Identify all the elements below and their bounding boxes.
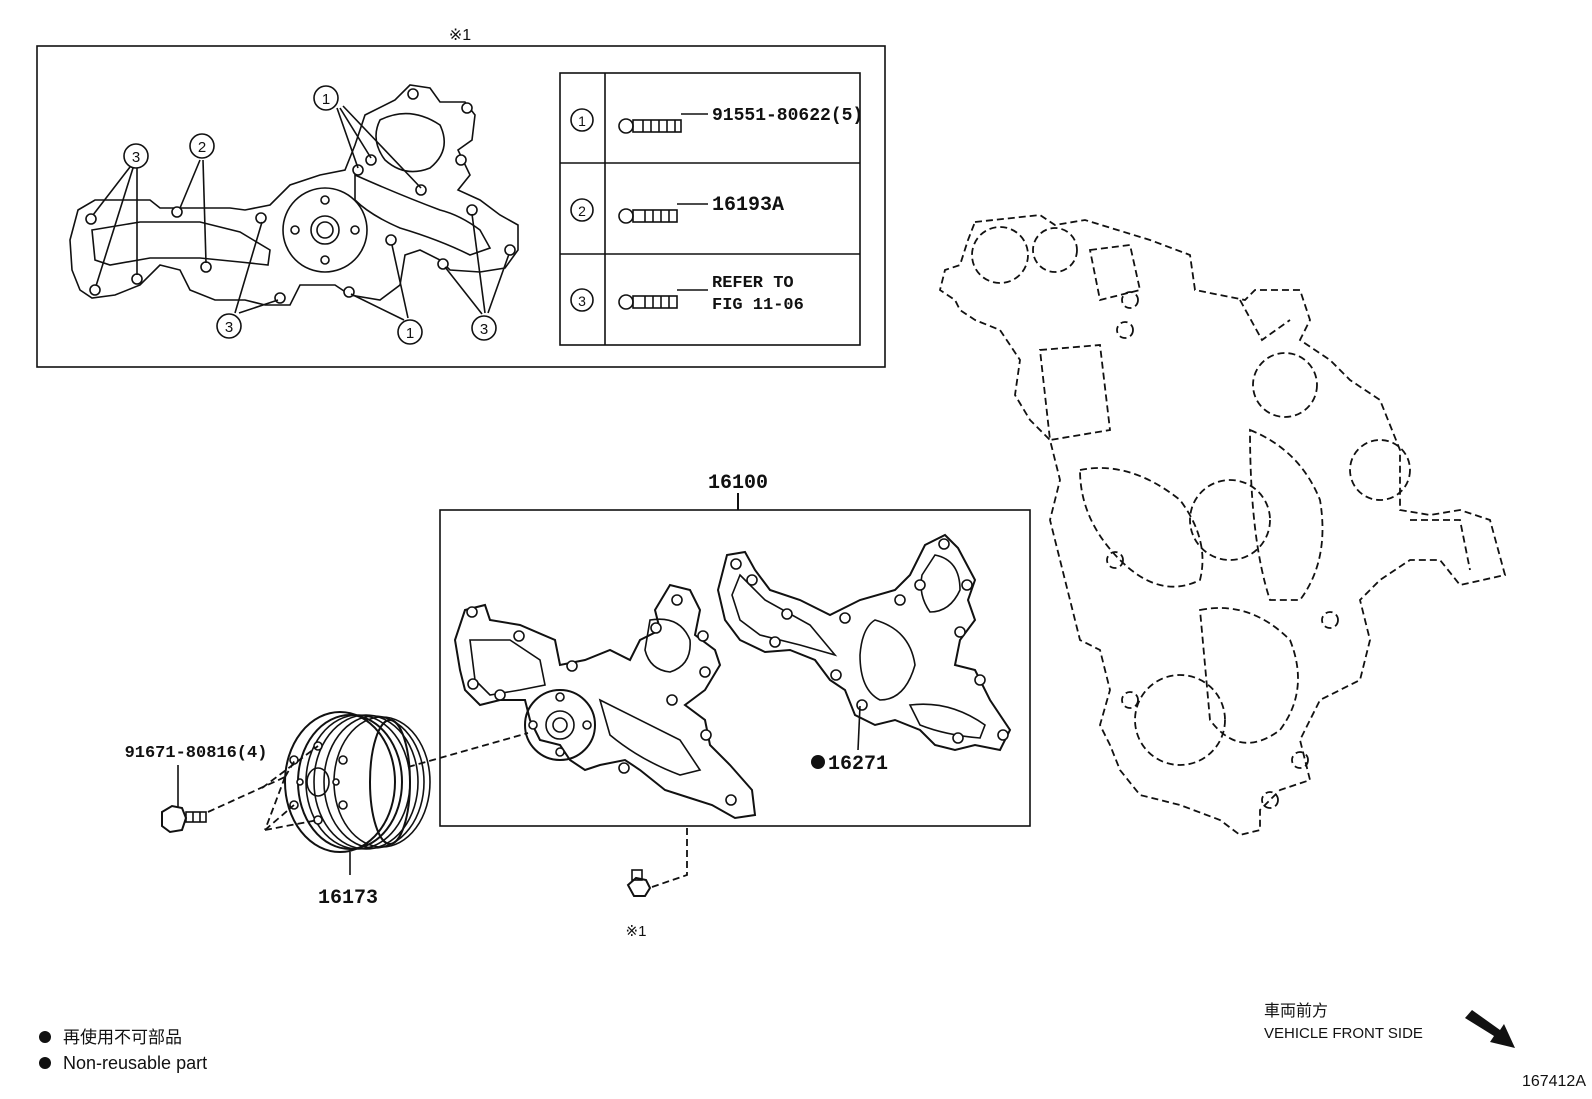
gasket <box>716 533 1012 752</box>
pump-assembly-group: 16100 <box>439 472 1031 827</box>
front-label-japanese: 車両前方 <box>1264 1002 1328 1020</box>
callout-1-bottom: 1 <box>397 319 423 345</box>
detail-panel-frame <box>36 45 886 368</box>
bolt-table-row-3: 3 REFER TO FIG 11-06 <box>570 274 804 315</box>
detail-panel-note: ※1 <box>449 27 471 44</box>
legend-japanese: 再使用不可部品 <box>63 1027 182 1047</box>
bolt-part-number: 16193A <box>712 194 784 217</box>
bolt-table: 1 91551-80622(5) 2 <box>559 72 863 346</box>
callout-3-right: 3 <box>471 315 497 341</box>
pulley-bolt-icon <box>161 804 207 834</box>
bolt-table-row-2: 2 16193A <box>570 194 784 224</box>
bolt-table-row-1: 1 91551-80622(5) <box>570 106 863 134</box>
water-pump-pulley <box>284 711 431 853</box>
water-pump-body <box>453 583 757 820</box>
legend-english: Non-reusable part <box>63 1053 207 1073</box>
bolt-reference-line-1: REFER TO <box>712 274 794 293</box>
pulley-part-number: 16173 <box>318 887 378 910</box>
svg-text:2: 2 <box>578 203 586 219</box>
legend: 再使用不可部品 Non-reusable part <box>39 1027 207 1073</box>
callout-2: 2 <box>189 133 215 159</box>
note-bolt-label: ※1 <box>626 923 647 940</box>
front-arrow-icon <box>1465 1010 1515 1048</box>
bolt-icon <box>618 208 678 224</box>
svg-text:3: 3 <box>132 149 140 166</box>
svg-text:3: 3 <box>480 321 488 338</box>
figure-id: 167412A <box>1522 1073 1586 1090</box>
pulley-to-pump-line <box>407 732 529 768</box>
assembly-frame <box>439 509 1031 827</box>
svg-text:3: 3 <box>578 293 586 309</box>
svg-text:2: 2 <box>198 139 206 156</box>
svg-text:1: 1 <box>322 91 330 108</box>
pulley-bolt-lines <box>207 745 319 831</box>
non-reusable-dot <box>811 755 825 769</box>
front-label-english: VEHICLE FRONT SIDE <box>1264 1025 1423 1042</box>
callout-1-top: 1 <box>313 85 339 111</box>
bolt-reference-line-2: FIG 11-06 <box>712 296 804 315</box>
svg-text:1: 1 <box>578 113 586 129</box>
pulley-bolt-part-number: 91671-80816(4) <box>125 744 268 763</box>
timing-cover-outline <box>938 214 1507 836</box>
svg-text:1: 1 <box>406 325 414 342</box>
bolt-part-number: 91551-80622(5) <box>712 106 863 126</box>
note-bolt: ※1 <box>626 828 688 940</box>
callout-3-bottom-left: 3 <box>216 313 242 339</box>
callout-3-left: 3 <box>123 143 149 169</box>
detail-pump-outline <box>69 84 519 306</box>
assembly-part-number: 16100 <box>708 472 768 495</box>
detail-leader-lines <box>92 105 510 321</box>
bolt-icon <box>618 118 682 134</box>
bolt-icon <box>618 294 678 310</box>
gasket-part-number: 16271 <box>828 753 888 776</box>
detail-panel: ※1 <box>36 27 886 368</box>
svg-text:3: 3 <box>225 319 233 336</box>
vehicle-front-indicator: 車両前方 VEHICLE FRONT SIDE <box>1264 1002 1515 1048</box>
